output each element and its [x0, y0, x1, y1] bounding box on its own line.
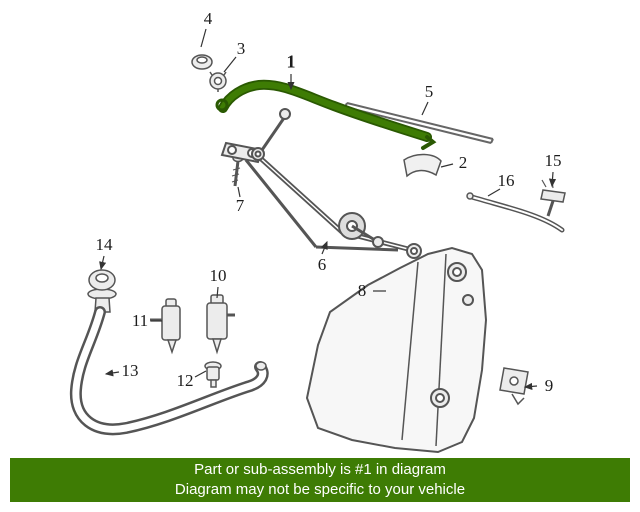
filler-cap-part — [87, 269, 117, 313]
washer-pump-2-part — [150, 298, 181, 355]
wiper-arm-highlighted-part — [215, 79, 437, 150]
callout-label-13: 13 — [121, 361, 139, 380]
callout-label-1: 1 — [286, 51, 296, 72]
washer-reservoir-part — [305, 246, 488, 454]
washer-pump-part — [206, 294, 235, 355]
callout-leader-lines — [99, 28, 557, 390]
wiper-linkage-assembly-part — [220, 108, 422, 259]
callout-label-8: 8 — [357, 281, 367, 300]
callout-label-9: 9 — [544, 376, 554, 395]
callout-label-14: 14 — [95, 235, 113, 254]
banner-line-2: Diagram may not be specific to your vehi… — [174, 481, 466, 498]
callout-label-15: 15 — [544, 151, 562, 170]
pump-grommet-part — [204, 361, 222, 388]
washer-nozzle-part — [540, 179, 566, 217]
callout-label-11: 11 — [131, 311, 149, 330]
banner-line-1: Part or sub-assembly is #1 in diagram — [194, 461, 446, 478]
pivot-cover-part — [191, 54, 213, 70]
callout-label-4: 4 — [203, 9, 213, 28]
callout-label-6: 6 — [317, 255, 327, 274]
callout-label-10: 10 — [209, 266, 227, 285]
callout-label-16: 16 — [497, 171, 515, 190]
pump-bracket-part — [499, 367, 529, 406]
callout-label-2: 2 — [458, 153, 468, 172]
callout-label-3: 3 — [236, 39, 246, 58]
arm-end-cover-part — [403, 153, 442, 178]
callout-label-7: 7 — [235, 196, 245, 215]
callout-label-12: 12 — [176, 371, 194, 390]
pivot-nut-part — [209, 71, 227, 92]
callout-label-5: 5 — [424, 82, 434, 101]
filler-hose-part — [69, 306, 269, 436]
washer-hose-part — [466, 192, 565, 233]
info-banner: Part or sub-assembly is #1 in diagram Di… — [10, 458, 630, 502]
